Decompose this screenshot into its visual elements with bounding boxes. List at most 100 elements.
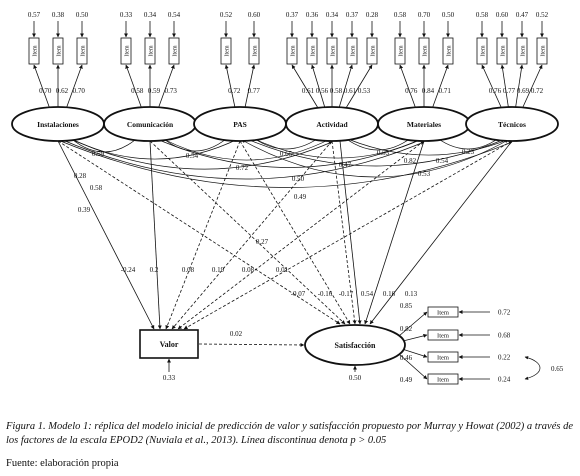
factor-label: Materiales xyxy=(407,120,441,129)
path-to-valor xyxy=(183,140,513,330)
path-to-satisfaccion xyxy=(364,140,425,325)
indicator-label: Item xyxy=(423,45,429,56)
error-value: 0.54 xyxy=(168,11,181,19)
error-value: 0.52 xyxy=(220,11,233,19)
indicator-label: Item xyxy=(371,45,377,56)
indicator-label: Item xyxy=(173,45,179,56)
path-to-valor-value: 0.08 xyxy=(242,266,255,274)
indicator-label: Item xyxy=(125,45,131,56)
error-value: 0.58 xyxy=(394,11,407,19)
factor-label: Instalaciones xyxy=(37,120,79,129)
path-to-satisfaccion xyxy=(339,140,362,325)
indicator-label: Item xyxy=(481,45,487,56)
loading-path xyxy=(399,64,416,109)
loading-path xyxy=(522,64,543,109)
path-to-valor-value: 0.19 xyxy=(212,266,225,274)
covariance-label: 0.82 xyxy=(404,157,417,165)
factor-label: Actividad xyxy=(316,120,348,129)
path-to-valor xyxy=(149,140,162,330)
path-to-satisfaccion xyxy=(239,140,351,325)
valor-to-satisfaccion-value: 0.02 xyxy=(230,330,243,338)
indicator-label: Item xyxy=(57,45,63,56)
outcome-item-label: Item xyxy=(437,310,449,317)
indicator-label: Item xyxy=(399,45,405,56)
indicator-box xyxy=(394,37,406,65)
covariance-label: 0.28 xyxy=(74,172,87,180)
outcome-error-value: 0.68 xyxy=(498,332,511,340)
covariance-label: 0.53 xyxy=(418,170,431,178)
error-value: 0.38 xyxy=(52,11,65,19)
loading-value: 0.77 xyxy=(503,87,516,95)
loading-path xyxy=(125,64,142,109)
loading-value: 0.72 xyxy=(228,87,241,95)
loading-path xyxy=(158,64,175,109)
loading-path xyxy=(432,64,449,109)
sem-path-diagram: 0.57Item0.700.38Item0.620.50Item0.700.33… xyxy=(11,11,564,385)
indicator-box xyxy=(248,37,260,65)
indicator-box xyxy=(76,37,88,65)
satisfaccion-ellipse xyxy=(304,324,406,366)
figure-source: Fuente: elaboración propia xyxy=(6,458,119,469)
covariance-label: 0.54 xyxy=(186,152,199,160)
loading-path xyxy=(224,64,236,109)
loading-value: 0.56 xyxy=(316,87,329,95)
indicator-box xyxy=(144,37,156,65)
loading-path xyxy=(33,64,50,109)
loading-path xyxy=(244,64,256,109)
loading-value: 0.84 xyxy=(422,87,435,95)
factor-label: Técnicos xyxy=(498,120,526,129)
error-value: 0.60 xyxy=(248,11,261,19)
factor-label: PAS xyxy=(233,120,247,129)
indicator-box xyxy=(306,37,318,65)
loading-value: 0.58 xyxy=(330,87,343,95)
indicator-box xyxy=(168,37,180,65)
indicator-box xyxy=(536,37,548,65)
factor-covariance xyxy=(57,139,513,188)
outcome-loading-path xyxy=(398,311,428,337)
factor-label: Comunicación xyxy=(127,120,174,129)
covariance-label: 0.59 xyxy=(92,150,105,158)
path-to-satisfaccion xyxy=(149,140,346,325)
indicator-box xyxy=(120,37,132,65)
outcome-item-label: Item xyxy=(437,377,449,384)
valor-box xyxy=(139,329,199,359)
outcome-error-value: 0.24 xyxy=(498,376,511,384)
indicator-box xyxy=(442,37,454,65)
error-value: 0.50 xyxy=(442,11,455,19)
path-to-satisfaccion xyxy=(369,140,513,325)
indicator-box xyxy=(326,37,338,65)
indicator-label: Item xyxy=(501,45,507,56)
indicator-label: Item xyxy=(291,45,297,56)
path-to-satisfaccion-value: 0.16 xyxy=(383,290,396,298)
loading-path xyxy=(345,64,373,109)
indicator-box xyxy=(52,37,64,65)
loading-value: 0.59 xyxy=(148,87,161,95)
outcome-loading-value: 0.46 xyxy=(400,354,413,362)
indicator-label: Item xyxy=(331,45,337,56)
covariance-label: 0.39 xyxy=(78,206,91,214)
indicator-label: Item xyxy=(33,45,39,56)
loading-path xyxy=(311,64,326,109)
indicator-label: Item xyxy=(311,45,317,56)
outcome-loading-value: 0.85 xyxy=(400,302,413,310)
indicator-box xyxy=(28,37,40,65)
path-to-satisfaccion xyxy=(57,140,341,325)
indicator-box xyxy=(476,37,488,65)
outcome-loading-value: 0.49 xyxy=(400,376,413,384)
path-to-valor-value: 0.08 xyxy=(182,266,195,274)
satisfaccion-error-value: 0.50 xyxy=(349,374,362,382)
indicator-box xyxy=(366,37,378,65)
error-value: 0.70 xyxy=(418,11,431,19)
indicator-label: Item xyxy=(81,45,87,56)
covariance-label: 0.49 xyxy=(294,193,307,201)
path-to-valor-value: -0.24 xyxy=(121,266,136,274)
indicator-box xyxy=(346,37,358,65)
path-to-satisfaccion-value: -0.16 xyxy=(318,290,333,298)
path-to-valor-value: 0.2 xyxy=(150,266,159,274)
covariance-label: 0.23 xyxy=(462,148,475,156)
indicator-box xyxy=(220,37,232,65)
indicator-label: Item xyxy=(521,45,527,56)
loading-value: 0.76 xyxy=(405,87,418,95)
error-value: 0.58 xyxy=(476,11,489,19)
indicator-label: Item xyxy=(447,45,453,56)
